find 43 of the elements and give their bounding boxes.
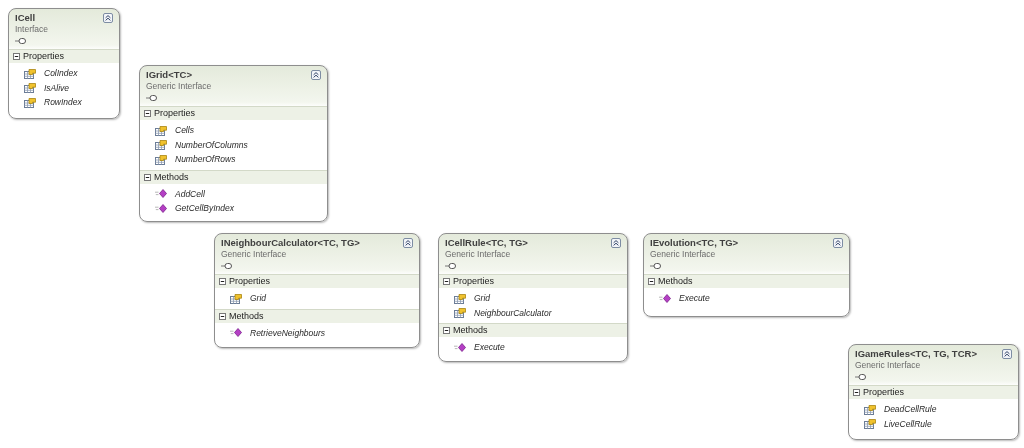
interface-box	[848, 344, 1019, 440]
section-heading: Properties	[863, 386, 905, 399]
interface-box	[438, 233, 628, 362]
member-name: NumberOfRows	[175, 153, 236, 166]
interface-name: IGameRules<TC, TG, TCR>	[855, 347, 977, 360]
member-name: NeighbourCalculator	[474, 306, 552, 320]
member-name: Cells	[175, 124, 194, 137]
member-name: Grid	[250, 292, 267, 305]
interface-box	[8, 8, 120, 119]
member-name: AddCell	[175, 187, 205, 201]
member-name: GetCellByIndex	[175, 202, 235, 215]
stereotype-label: Generic Interface	[855, 360, 921, 371]
member-name: NumberOfColumns	[175, 138, 248, 152]
interface-name: INeighbourCalculator<TC, TG>	[221, 236, 360, 249]
section-heading: Methods	[154, 170, 189, 184]
section-heading: Methods	[229, 309, 264, 323]
member-name: Grid	[474, 292, 491, 305]
interface-name: IGrid<TC>	[146, 68, 192, 81]
stereotype-label: Generic Interface	[146, 81, 212, 92]
member-name: Execute	[679, 292, 710, 305]
section-heading: Methods	[453, 324, 488, 337]
member-name: RowIndex	[44, 96, 82, 109]
section-heading: Methods	[658, 275, 693, 288]
member-name: LiveCellRule	[884, 417, 932, 431]
stereotype-label: Generic Interface	[445, 249, 511, 260]
member-name: ColIndex	[44, 67, 78, 80]
stereotype-label: Generic Interface	[650, 249, 716, 260]
member-name: DeadCellRule	[884, 403, 937, 416]
stereotype-label: Generic Interface	[221, 249, 287, 260]
stereotype-label: Interface	[15, 24, 49, 35]
member-name: Execute	[474, 341, 505, 354]
section-heading: Properties	[229, 275, 271, 288]
interface-name: ICellRule<TC, TG>	[445, 236, 528, 249]
interface-box	[139, 65, 328, 222]
section-heading: Properties	[154, 107, 196, 120]
member-name: IsAlive	[44, 81, 70, 95]
section-heading: Properties	[453, 275, 495, 288]
member-name: RetrieveNeighbours	[250, 326, 326, 340]
section-heading: Properties	[23, 50, 65, 63]
interface-box	[214, 233, 420, 348]
interface-name: ICell	[15, 11, 36, 24]
interface-box	[643, 233, 850, 317]
interface-name: IEvolution<TC, TG>	[650, 236, 739, 249]
